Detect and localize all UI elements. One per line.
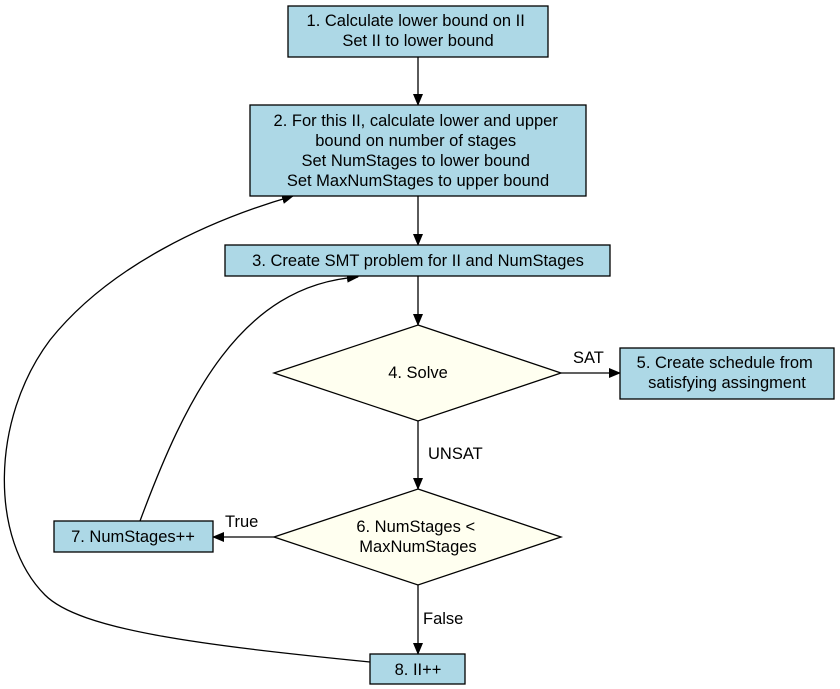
node-8-line-1: 8. II++ [395,661,442,679]
node-2-line-4: Set MaxNumStages to upper bound [287,172,549,190]
node-2-line-3: Set NumStages to lower bound [302,152,530,170]
node-7-line-1: 7. NumStages++ [71,528,195,546]
svg-text:8. II++: 8. II++ [395,661,442,679]
node-5-line-2: satisfying assingment [648,374,806,392]
svg-text:3. Create SMT problem for II a: 3. Create SMT problem for II and NumStag… [252,252,584,270]
svg-text:7. NumStages++: 7. NumStages++ [71,528,195,546]
node-create-schedule: 5. Create schedule from satisfying assin… [619,347,835,400]
svg-text:5. Create schedule from: 5. Create schedule from satisfying assin… [637,354,818,392]
node-5-line-1: 5. Create schedule from [637,354,813,372]
node-6-line-2: MaxNumStages [359,538,476,556]
svg-text:2. For this II, calculate lowe: 2. For this II, calculate lower and uppe… [274,112,563,190]
node-numstages-check: 6. NumStages < MaxNumStages [271,488,564,586]
node-create-smt-problem: 3. Create SMT problem for II and NumStag… [224,244,611,277]
node-1-line-1: 1. Calculate lower bound on II [307,12,525,30]
svg-text:4. Solve: 4. Solve [388,364,448,382]
nodes: 1. Calculate lower bound on II Set II to… [53,5,835,685]
svg-text:6. NumStages < MaxNumS: 6. NumStages < MaxNumStages [356,518,479,556]
edge-label-sat: SAT [573,349,604,367]
edge-label-false: False [423,610,463,628]
svg-text:1. Calculate lower bound on II: 1. Calculate lower bound on II Set II to… [307,12,530,50]
edge-label-true: True [225,513,258,531]
node-2-line-2: bound on number of stages [315,132,516,150]
node-1-line-2: Set II to lower bound [342,32,493,50]
node-solve: 4. Solve [271,324,564,422]
edges: SAT UNSAT True False [3,57,621,663]
node-2-line-1: 2. For this II, calculate lower and uppe… [274,112,559,130]
node-calculate-lower-bound: 1. Calculate lower bound on II Set II to… [287,5,549,58]
node-3-line-1: 3. Create SMT problem for II and NumStag… [252,252,584,270]
node-6-line-1: 6. NumStages < [356,518,475,536]
edge-label-unsat: UNSAT [428,445,483,463]
edge-n7-n3 [139,272,359,522]
node-increment-numstages: 7. NumStages++ [53,520,214,553]
node-4-line-1: 4. Solve [388,364,448,382]
node-calculate-stage-bounds: 2. For this II, calculate lower and uppe… [249,104,587,197]
edge-n8-n2 [3,194,371,663]
node-increment-ii: 8. II++ [369,653,466,685]
